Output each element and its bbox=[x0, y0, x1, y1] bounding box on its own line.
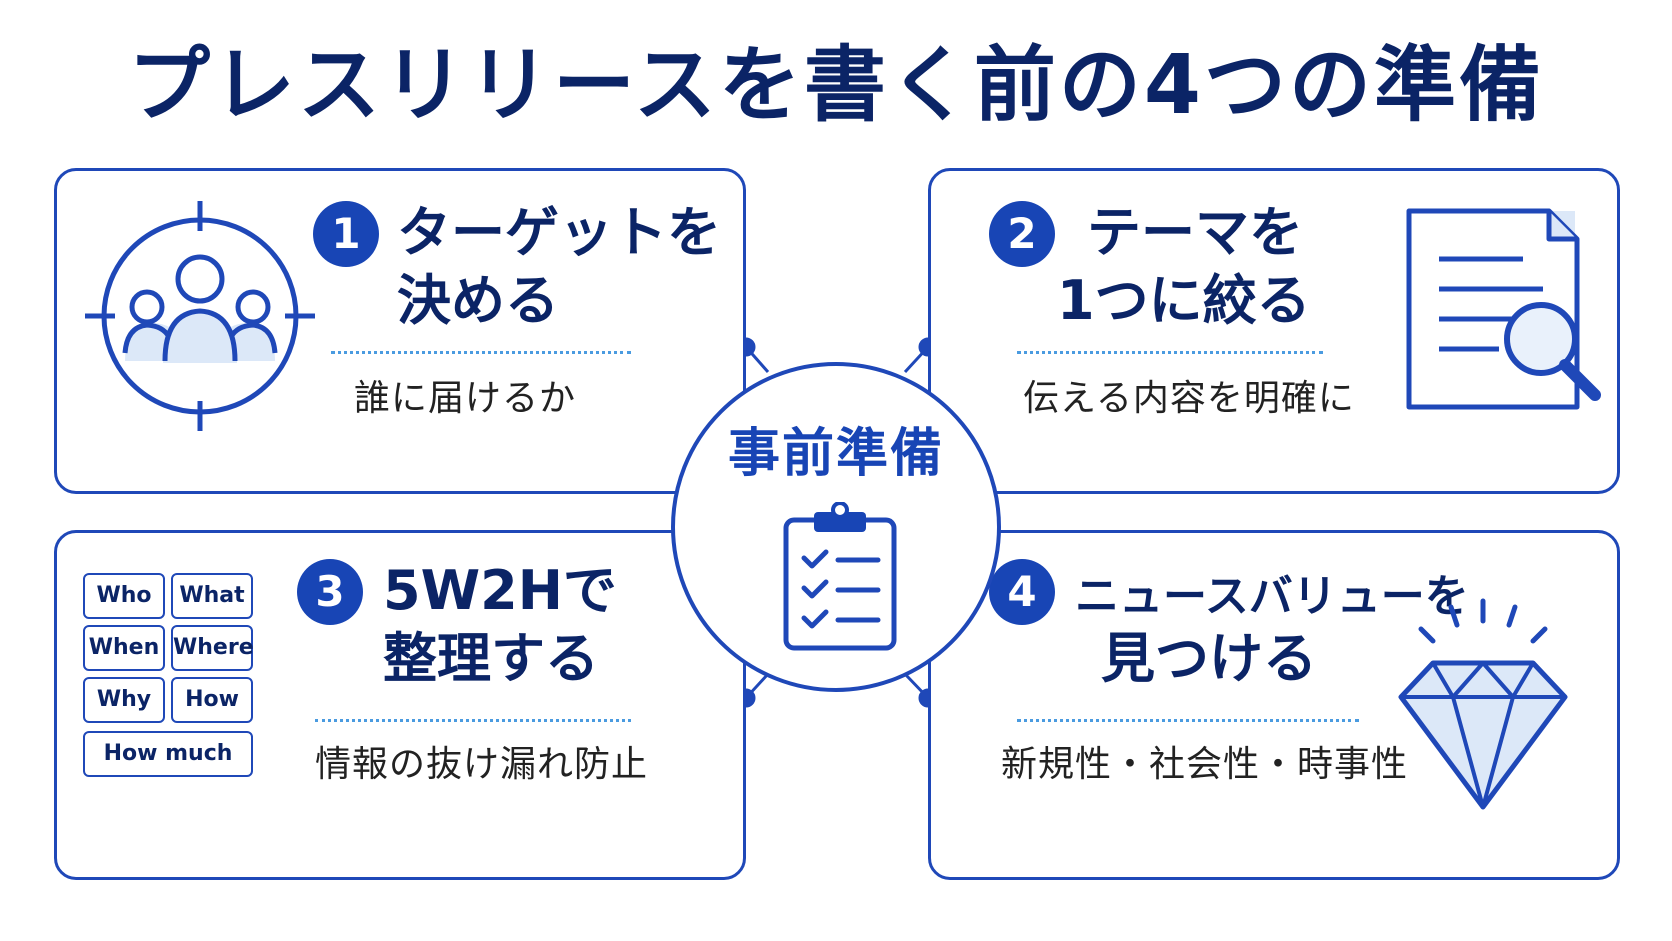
clipboard-checklist-icon bbox=[783, 502, 897, 651]
card-heading-line1: ターゲットを bbox=[397, 201, 721, 264]
5w2h-grid-icon: Who What When Where Why How How much bbox=[83, 573, 254, 777]
step-number: 3 bbox=[297, 559, 363, 625]
card-5w2h: Who What When Where Why How How much 3 5… bbox=[54, 530, 746, 880]
card-heading-line2: 整理する bbox=[383, 627, 599, 690]
center-hub: 事前準備 bbox=[671, 362, 1001, 692]
card-subtitle: 伝える内容を明確に bbox=[1023, 378, 1355, 419]
card-subtitle: 情報の抜け漏れ防止 bbox=[315, 744, 649, 785]
center-label: 事前準備 bbox=[727, 424, 944, 484]
card-heading-line1: ニュースバリューを bbox=[1075, 571, 1469, 622]
step-number: 1 bbox=[313, 201, 379, 267]
page-title: プレスリリースを書く前の4つの準備 bbox=[128, 38, 1544, 133]
card-heading-line2: 決める bbox=[397, 269, 559, 332]
step-number: 2 bbox=[989, 201, 1055, 267]
w-item-where: Where bbox=[171, 625, 254, 671]
w-item-who: Who bbox=[83, 573, 165, 619]
card-heading-line2: 見つける bbox=[1101, 627, 1317, 690]
card-target: 1 ターゲットを 決める 誰に届けるか bbox=[54, 168, 746, 494]
dotted-divider bbox=[331, 351, 631, 354]
document-search-icon bbox=[1406, 208, 1601, 410]
w-item-when: When bbox=[83, 625, 165, 671]
w-item-why: Why bbox=[83, 677, 165, 723]
step-number: 4 bbox=[989, 559, 1055, 625]
dotted-divider bbox=[1017, 351, 1323, 354]
card-news-value: 4 ニュースバリューを 見つける 新規性・社会性・時事性 bbox=[928, 530, 1620, 880]
target-audience-icon bbox=[85, 201, 315, 431]
card-heading-line1: テーマを bbox=[1087, 201, 1303, 264]
card-heading-line2: 1つに絞る bbox=[1057, 269, 1311, 332]
card-heading-line1: 5W2Hで bbox=[383, 559, 617, 622]
w-item-how: How bbox=[171, 677, 253, 723]
diamond-icon bbox=[1398, 598, 1568, 810]
card-theme: 2 テーマを 1つに絞る 伝える内容を明確に bbox=[928, 168, 1620, 494]
w-item-what: What bbox=[171, 573, 253, 619]
card-subtitle: 誰に届けるか bbox=[354, 378, 577, 419]
card-subtitle: 新規性・社会性・時事性 bbox=[1001, 744, 1409, 785]
w-item-how-much: How much bbox=[83, 731, 253, 777]
dotted-divider bbox=[1017, 719, 1359, 722]
dotted-divider bbox=[315, 719, 631, 722]
